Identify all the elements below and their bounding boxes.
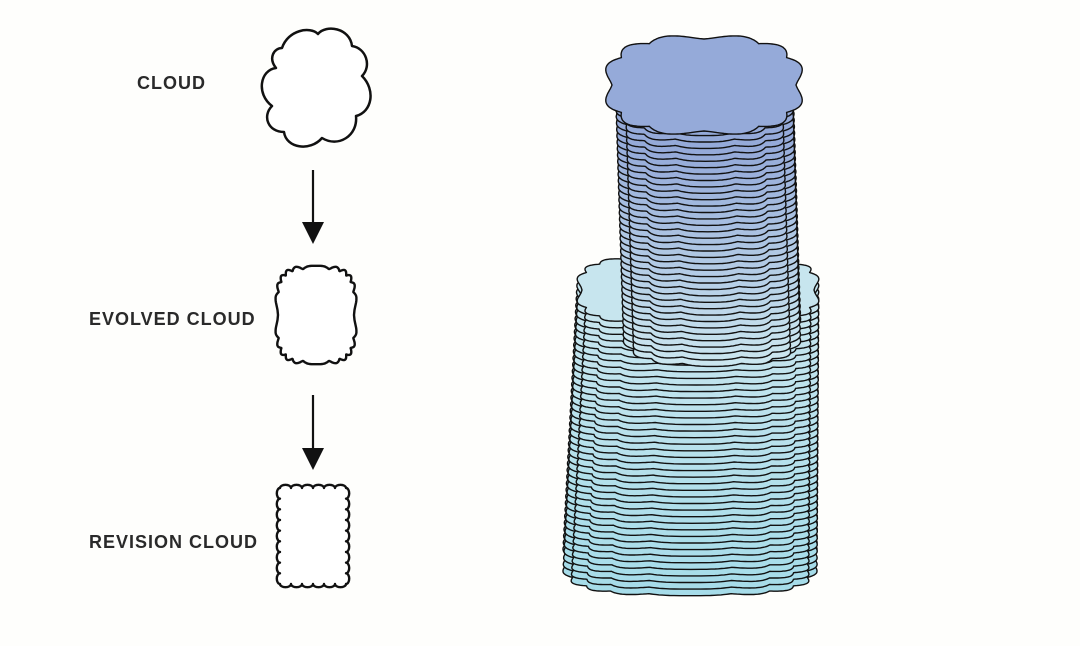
cloud-label: CLOUD — [137, 73, 206, 93]
evolved-cloud-shape-icon — [274, 264, 358, 366]
evolved-cloud-label: EVOLVED CLOUD — [89, 309, 256, 329]
tower-top-cap — [605, 35, 803, 135]
revision-cloud-shape-icon — [275, 483, 351, 589]
revision-cloud-label: REVISION CLOUD — [89, 532, 259, 552]
cloud-shape-icon — [260, 27, 372, 148]
stacked-cloud-tower — [562, 35, 820, 597]
